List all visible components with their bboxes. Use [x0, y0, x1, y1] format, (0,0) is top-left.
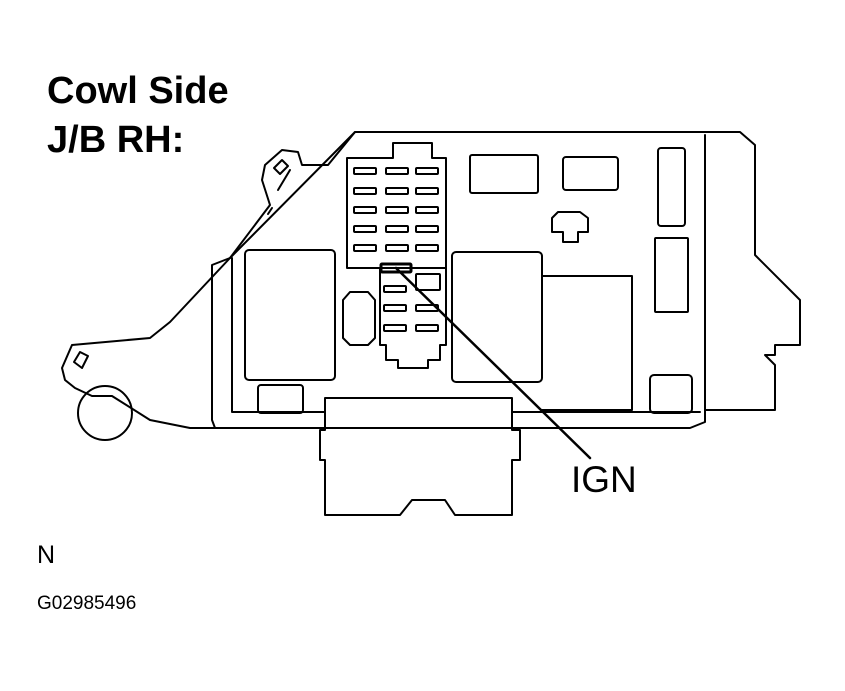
- fuse-slot: [383, 304, 407, 312]
- vertical-slot-2: [654, 237, 689, 313]
- relay-box-right: [541, 275, 633, 411]
- ign-leader-line: [394, 266, 592, 460]
- tab-slot: [273, 159, 289, 175]
- fuse-slot: [385, 206, 409, 214]
- top-connector-1: [469, 154, 539, 194]
- oval-opening: [342, 291, 376, 346]
- fuse-slot: [415, 225, 439, 233]
- fuse-slot: [385, 187, 409, 195]
- fuse-slot: [415, 324, 439, 332]
- fuse-block-lower: [379, 267, 447, 369]
- fuse-slot: [353, 225, 377, 233]
- fuse-slot: [353, 187, 377, 195]
- fuse-slot: [415, 244, 439, 252]
- upper-mounting-tab: [229, 131, 356, 259]
- fuse-slot: [415, 167, 439, 175]
- fuse-slot: [353, 206, 377, 214]
- fuse-block-upper: [346, 142, 447, 269]
- tab-rib: [277, 169, 291, 191]
- fuse-slot: [353, 244, 377, 252]
- fuse-slot: [415, 206, 439, 214]
- ign-fuse-slot: [379, 262, 413, 274]
- fuse-slot: [385, 225, 409, 233]
- relay-left: [244, 249, 336, 381]
- fuse-slot: [383, 285, 407, 293]
- small-clip: [551, 211, 589, 243]
- vertical-slot-1: [657, 147, 686, 227]
- ign-callout-label: IGN: [571, 459, 637, 500]
- small-block-left: [257, 384, 304, 414]
- fuse-slots-upper: [353, 167, 439, 252]
- tab-rib-2: [267, 207, 273, 215]
- note-label: N: [37, 541, 56, 569]
- title-line-2: J/B RH:: [47, 119, 185, 161]
- fuse-slots-lower: [379, 262, 441, 332]
- bracket-slot: [73, 351, 89, 369]
- bracket-bolt-hole: [77, 385, 133, 441]
- top-connector-2: [562, 156, 619, 191]
- fuse-slot: [353, 167, 377, 175]
- relay-right: [451, 251, 543, 383]
- mounting-bracket-arm: [61, 257, 326, 429]
- bottom-connector: [319, 397, 521, 516]
- fuse-slot: [415, 187, 439, 195]
- figure-code: G02985496: [37, 593, 137, 614]
- fuse-slot: [383, 324, 407, 332]
- small-square: [649, 374, 693, 414]
- fuse-slot: [385, 244, 409, 252]
- fuse-slot: [385, 167, 409, 175]
- fuse-slot: [415, 273, 441, 291]
- title-line-1: Cowl Side: [47, 70, 229, 112]
- housing-outline: [211, 131, 801, 429]
